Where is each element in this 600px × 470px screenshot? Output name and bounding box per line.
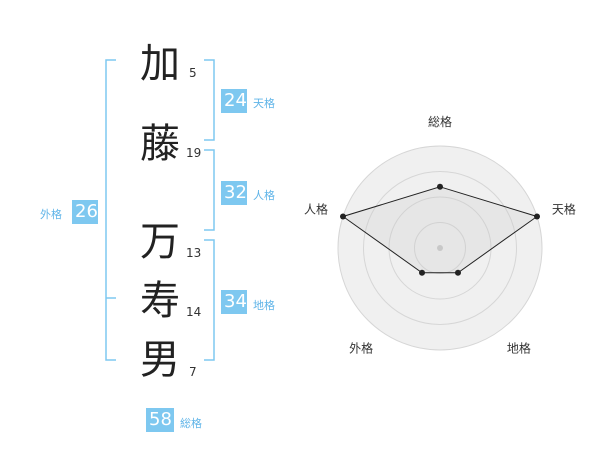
name-char-1: 加 <box>140 41 180 87</box>
gaikaku-value: 26 <box>72 200 98 224</box>
radar-grid-ring <box>363 171 517 325</box>
radar-point-1 <box>437 183 443 190</box>
soukaku-label: 総格 <box>180 417 202 430</box>
radar-point-2 <box>534 213 541 220</box>
radar-point-5 <box>339 213 346 220</box>
stroke-count-4: 14 <box>186 305 202 319</box>
radar-axis-label-2: 天格 <box>552 202 576 217</box>
name-char-2: 藤 <box>140 121 180 167</box>
stroke-count-2: 19 <box>186 146 202 160</box>
name-char-4: 寿 <box>140 278 180 324</box>
radar-grid-ring <box>337 145 543 351</box>
jinkaku-bracket <box>204 149 215 231</box>
tenkaku-label: 天格 <box>253 97 275 110</box>
soukaku-value: 58 <box>146 408 174 432</box>
tenkaku-bracket <box>204 59 215 141</box>
radar-axis-label-3: 地格 <box>507 340 531 355</box>
gaikaku-bracket <box>105 59 116 361</box>
tenkaku-value: 24 <box>221 89 247 113</box>
radar-center <box>437 245 443 251</box>
radar-axis-label-1: 総格 <box>428 114 452 129</box>
jinkaku-value: 32 <box>221 181 247 205</box>
name-char-5: 男 <box>140 337 180 383</box>
jinkaku-label: 人格 <box>253 189 275 202</box>
stroke-count-1: 5 <box>189 66 197 80</box>
radar-axis-label-5: 人格 <box>304 202 328 217</box>
radar-grid-ring <box>388 196 492 300</box>
radar-grid-ring <box>414 222 466 274</box>
chikaku-label: 地格 <box>253 299 275 312</box>
chikaku-value: 34 <box>221 290 247 314</box>
radar-axis-label-4: 外格 <box>349 340 373 355</box>
gaikaku-label: 外格 <box>40 208 62 221</box>
radar-point-4 <box>419 269 426 276</box>
stroke-count-3: 13 <box>186 246 202 260</box>
chikaku-bracket <box>204 239 215 361</box>
radar-series-polygon <box>341 186 539 274</box>
stroke-count-5: 7 <box>189 365 197 379</box>
radar-point-3 <box>454 269 461 276</box>
name-char-3: 万 <box>140 219 180 265</box>
